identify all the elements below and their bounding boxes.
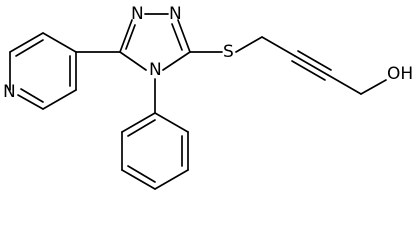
bond-triazole-n2-c3 [177,19,191,53]
bond-pyridine-3 [42,32,77,53]
atom-labels: N N N N S OH [3,4,413,102]
bond-phenyl-4-inner [127,165,156,183]
bond-ch2-oh [360,79,387,95]
bonds [9,13,387,190]
bond-triazole-c5-n1-inner [125,24,136,50]
bond-pyridine-2-inner [15,39,44,57]
chemical-structure-diagram: N N N N S OH [3,4,413,190]
bond-triazole-n2-c3-inner [171,23,183,51]
bond-pyridine-6 [17,94,44,110]
bond-triple-lower [291,60,326,81]
bond-ch2-alkyne [261,36,296,57]
bond-s-ch2 [235,36,263,53]
atom-label-hydroxyl: OH [387,64,413,84]
bond-triazole-c3-n4 [162,51,191,71]
bond-triple-upper [297,50,332,71]
bond-alkyne-ch2 [327,74,362,95]
bond-phenyl-6-inner [127,119,156,137]
bond-triple-center [294,55,329,76]
atom-label-pyridine-n: N [3,82,16,102]
bond-phenyl-1 [154,112,189,133]
bond-phenyl-4 [121,169,156,190]
atom-label-triazole-n1: N [131,4,144,24]
bond-phenyl-3 [154,169,189,190]
bond-triazole-c5-n1 [119,19,133,53]
bond-triazole-n4-c5 [119,51,147,71]
bond-pyridine-5 [42,89,77,110]
bond-pyridine-6-inner [20,88,44,103]
atom-label-sulfur: S [223,42,234,62]
bond-phenyl-6 [121,112,156,133]
atom-label-triazole-n2: N [169,4,182,24]
bond-pyridine-2 [9,32,44,53]
atom-label-triazole-n4: N [149,60,162,80]
